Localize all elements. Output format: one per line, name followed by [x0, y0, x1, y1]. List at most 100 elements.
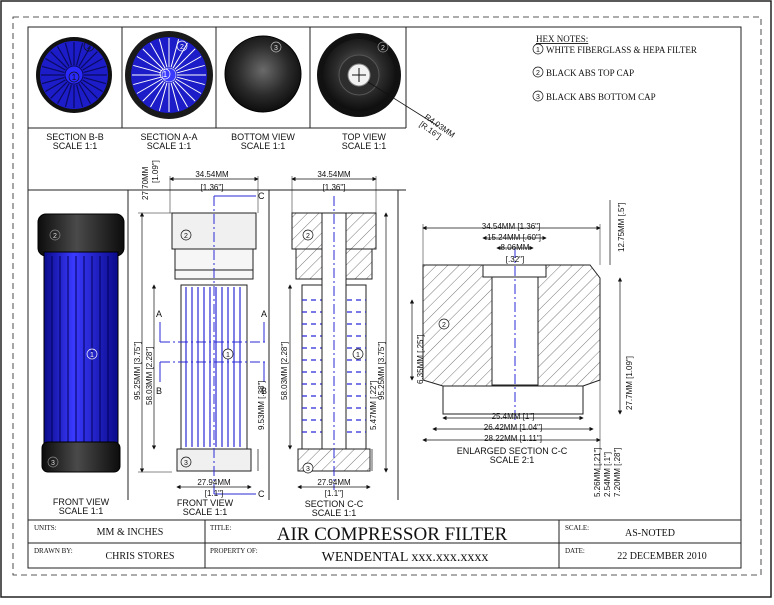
svg-text:34.54MM [1.36"]: 34.54MM [1.36"]	[482, 222, 540, 231]
svg-text:3: 3	[184, 460, 188, 467]
filter-pleat-line	[82, 79, 103, 93]
filter-pleat-line	[158, 39, 168, 68]
section-aa-view: 1 2	[125, 31, 213, 119]
section-marker-b: B	[156, 386, 162, 396]
svg-text:58.03MM [2.28"]: 58.03MM [2.28"]	[280, 342, 289, 400]
filter-pleat-line	[142, 48, 164, 70]
view-label: ENLARGED SECTION C-C	[457, 446, 568, 456]
filter-pleat-line	[174, 48, 196, 70]
svg-text:34.54MM: 34.54MM	[195, 170, 229, 179]
enlarged-section-view: 2 34.54MM [1.36"] 15.24MM [.60"] 8.06MM …	[409, 200, 634, 497]
hex-note-2: BLACK ABS TOP CAP	[546, 68, 634, 78]
date-label: DATE:	[565, 547, 585, 555]
filter-pleat-line	[158, 82, 168, 111]
svg-text:[1.36"]: [1.36"]	[323, 183, 346, 192]
filter-pleat-line	[45, 57, 66, 71]
svg-text:1: 1	[356, 352, 360, 359]
front-view-left: 2 1 3 FRONT VIEW SCALE 1:1	[37, 213, 125, 516]
filter-pleat-line	[56, 83, 70, 104]
svg-text:5.26MM [.21"]: 5.26MM [.21"]	[593, 447, 602, 497]
filter-pleat-line	[172, 42, 188, 69]
filter-pleat-line	[172, 81, 188, 108]
svg-text:3: 3	[536, 94, 540, 101]
view-label: TOP VIEW	[342, 132, 386, 142]
front-view-mid: C C A A B B 2 1 3 34.54MM [1.36"] 27.70M…	[133, 160, 293, 517]
filter-pleat-line	[50, 81, 68, 99]
filter-pleat-line	[64, 42, 72, 66]
view-label: FRONT VIEW	[177, 498, 234, 508]
filter-pleat-line	[133, 64, 162, 74]
balloon-1: 1	[72, 73, 77, 82]
dashed-border	[12, 16, 762, 576]
filter-pleat-line	[56, 46, 70, 67]
svg-text:3: 3	[306, 466, 310, 473]
filter-pleat-line	[142, 80, 164, 102]
filter-pleat-line	[82, 57, 103, 71]
bottom-view: 3	[224, 35, 302, 113]
svg-text:26.42MM [1.04"]: 26.42MM [1.04"]	[484, 423, 542, 432]
filter-pleat-line	[136, 78, 163, 94]
view-scale: SCALE 1:1	[147, 141, 192, 151]
units-value: MM & INCHES	[97, 527, 164, 538]
svg-text:25.4MM [1"]: 25.4MM [1"]	[492, 412, 535, 421]
section-marker-c: C	[258, 191, 265, 201]
svg-text:[1.1"]: [1.1"]	[325, 489, 343, 498]
svg-text:1: 1	[90, 352, 94, 359]
svg-text:6.35MM [.25"]: 6.35MM [.25"]	[416, 334, 425, 384]
filter-pleat-line	[175, 78, 202, 94]
filter-pleat-line	[150, 81, 166, 108]
units-label: UNITS:	[34, 524, 57, 532]
title-label: TITLE:	[210, 524, 231, 532]
svg-text:2: 2	[306, 233, 310, 240]
view-scale: SCALE 1:1	[183, 507, 228, 517]
view-scale: SCALE 2:1	[490, 455, 535, 465]
filter-pleat-line	[175, 56, 202, 72]
svg-text:2: 2	[53, 233, 57, 240]
svg-text:[1.09"]: [1.09"]	[151, 160, 160, 183]
svg-text:2: 2	[442, 322, 446, 329]
view-label: FRONT VIEW	[53, 497, 110, 507]
svg-text:1: 1	[536, 47, 540, 54]
filter-pleat-line	[80, 51, 98, 69]
drawn-by-label: DRAWN BY:	[34, 547, 73, 555]
filter-pleat-line	[80, 81, 98, 99]
title-block: UNITS: MM & INCHES TITLE: AIR COMPRESSOR…	[28, 519, 741, 568]
scale-label: SCALE:	[565, 524, 589, 532]
svg-text:[.32"]: [.32"]	[506, 255, 524, 264]
filter-pleat-line	[170, 82, 180, 111]
balloon-2: 2	[87, 44, 91, 51]
svg-text:27.7MM [1.09"]: 27.7MM [1.09"]	[625, 356, 634, 410]
view-scale: SCALE 1:1	[53, 141, 98, 151]
svg-text:2.54MM [.1"]: 2.54MM [.1"]	[603, 452, 612, 497]
balloon-1: 1	[163, 70, 168, 79]
section-marker-a: A	[261, 309, 267, 319]
filter-pleat-line	[76, 42, 84, 66]
svg-text:34.54MM: 34.54MM	[317, 170, 351, 179]
drawn-by-value: CHRIS STORES	[105, 551, 174, 562]
filter-pleat-line	[78, 83, 92, 104]
filter-pleat-line	[50, 51, 68, 69]
date-value: 22 DECEMBER 2010	[617, 551, 706, 562]
view-scale: SCALE 1:1	[59, 506, 104, 516]
view-scale: SCALE 1:1	[312, 508, 357, 518]
filter-pleat-line	[83, 77, 107, 85]
svg-text:3: 3	[51, 460, 55, 467]
scale-value: AS-NOTED	[625, 528, 675, 539]
property-label: PROPERTY OF:	[210, 547, 258, 555]
hex-notes: HEX NOTES: 1 WHITE FIBERGLASS & HEPA FIL…	[532, 34, 697, 102]
filter-pleat-line	[176, 76, 205, 86]
svg-text:58.03MM [2.28"]: 58.03MM [2.28"]	[145, 347, 154, 405]
balloon-2: 2	[381, 45, 385, 52]
hex-notes-title: HEX NOTES:	[536, 34, 588, 44]
drawing-title: AIR COMPRESSOR FILTER	[277, 524, 508, 545]
filter-pleat-line	[41, 77, 65, 85]
filter-pleat-line	[45, 79, 66, 93]
svg-text:[1.1"]: [1.1"]	[205, 489, 223, 498]
filter-pleat-line	[136, 56, 163, 72]
balloon-3: 3	[274, 45, 278, 52]
view-scale: SCALE 1:1	[241, 141, 286, 151]
svg-text:27.94MM: 27.94MM	[317, 478, 351, 487]
svg-text:27.94MM: 27.94MM	[197, 478, 231, 487]
